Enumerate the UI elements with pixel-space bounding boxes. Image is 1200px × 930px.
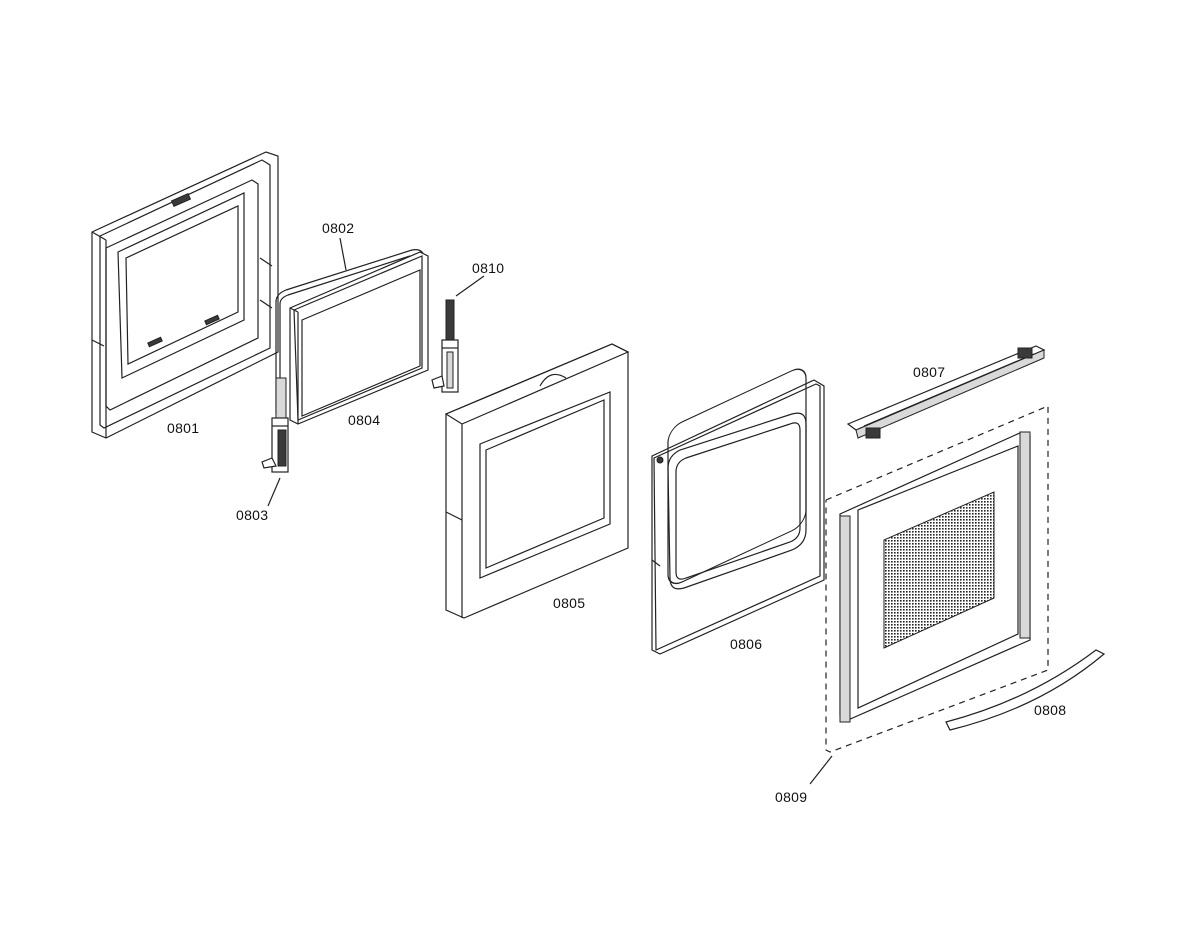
label-0806: 0806 xyxy=(730,636,763,652)
label-0804: 0804 xyxy=(348,412,381,428)
part-0804-glass-panel xyxy=(289,251,429,425)
part-0810-hinge xyxy=(431,299,459,393)
part-0809-outer-door-assembly xyxy=(825,405,1049,753)
part-0807-top-trim xyxy=(846,345,1046,439)
part-0803-hinge xyxy=(261,377,289,473)
label-0803: 0803 xyxy=(236,507,269,523)
label-0805: 0805 xyxy=(553,595,586,611)
leader-lines xyxy=(267,237,833,785)
label-0802: 0802 xyxy=(322,220,355,236)
label-0810: 0810 xyxy=(472,260,505,276)
part-0808-handle xyxy=(945,649,1106,731)
label-0801: 0801 xyxy=(167,420,200,436)
part-0806-door-liner xyxy=(651,368,825,655)
part-0805-door-frame xyxy=(444,343,630,619)
part-0801-inner-door-frame xyxy=(91,151,279,439)
label-0808: 0808 xyxy=(1034,702,1067,718)
label-0807: 0807 xyxy=(913,364,946,380)
label-0809: 0809 xyxy=(775,789,808,805)
